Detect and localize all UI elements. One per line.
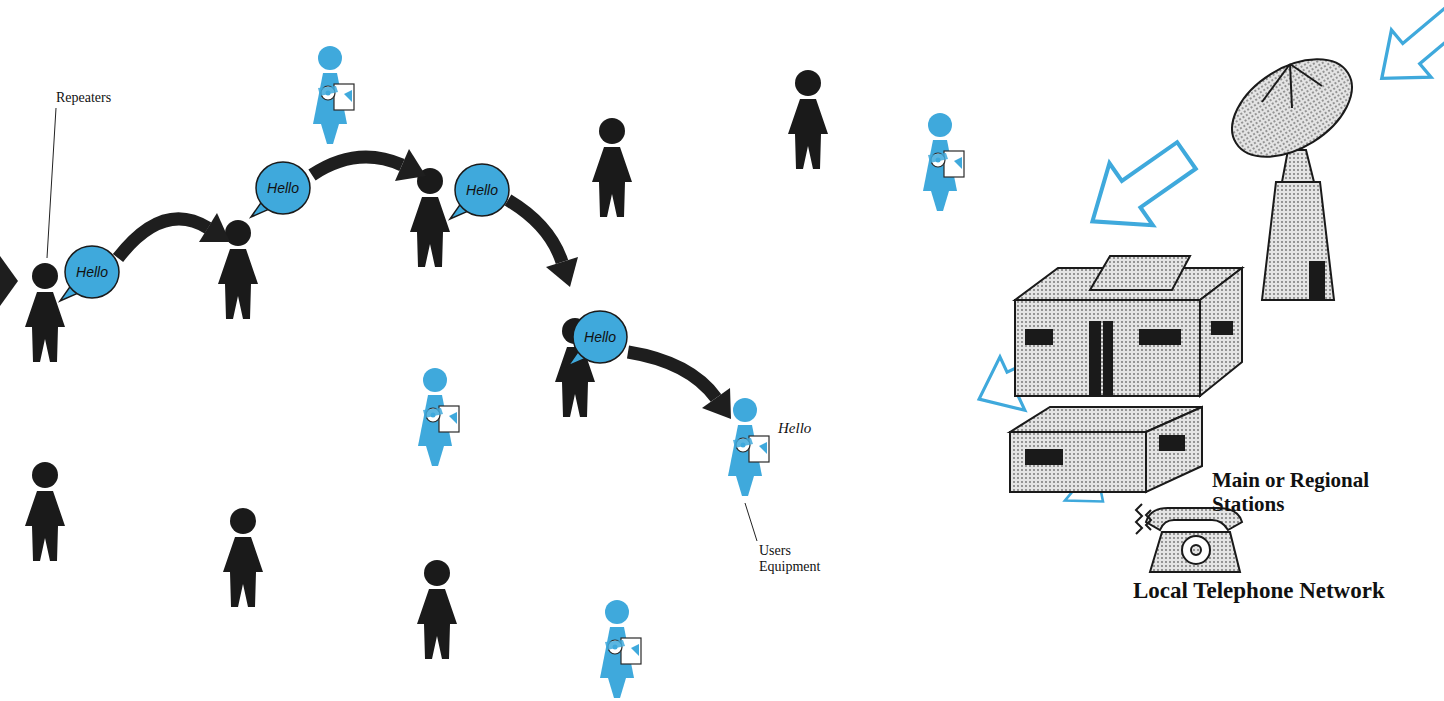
speech-bubble: Hello: [454, 163, 510, 217]
satellite-dish: [1215, 39, 1369, 300]
building-front: [1010, 432, 1146, 492]
phone-ring: [1146, 510, 1151, 530]
dish-tower: [1262, 182, 1334, 300]
relay-arrow-head: [395, 149, 426, 181]
building-window: [1026, 450, 1062, 464]
user-figure: [418, 368, 459, 466]
main-station: [1015, 256, 1242, 396]
user-figure: [313, 46, 354, 144]
flow-arrow: [1362, 0, 1444, 102]
speech-bubble: Hello: [255, 161, 311, 215]
user-figure: [600, 600, 641, 698]
part-label: Users Equipment: [759, 543, 820, 575]
bubble-text: Hello: [572, 310, 628, 364]
bubble-text: Hello: [64, 245, 120, 299]
phone-ring: [1136, 504, 1142, 534]
phone-dial: [1182, 536, 1210, 564]
building-door: [1090, 322, 1100, 396]
regional-station: [1010, 407, 1202, 492]
relay-arrows: [0, 149, 731, 419]
network-label: Local Telephone Network: [1133, 578, 1385, 604]
speech-bubble: Hello: [64, 245, 120, 299]
phone-dial-center: [1191, 545, 1201, 555]
phone-base: [1150, 532, 1240, 572]
repeater-figure: [788, 70, 828, 169]
bubble-text: Hello: [454, 163, 510, 217]
relay-arrow: [508, 200, 562, 262]
dish-feed: [1262, 64, 1290, 102]
bubble-circle: [65, 246, 119, 298]
relay-arrow: [118, 219, 208, 258]
bubble-text: Hello: [255, 161, 311, 215]
relay-arrow: [0, 256, 18, 306]
relay-arrow: [628, 352, 716, 398]
repeater-figure: [223, 508, 263, 607]
building-side: [1200, 268, 1242, 396]
repeater-figure: [592, 118, 632, 217]
building-window: [1140, 330, 1180, 344]
building-window: [1026, 330, 1052, 344]
dish-feed: [1290, 64, 1292, 108]
building-front: [1015, 300, 1200, 396]
dish-feed: [1290, 64, 1322, 86]
speech-bubble: Hello: [572, 310, 628, 364]
repeater-figure: [25, 462, 65, 561]
user-figures: [313, 46, 964, 698]
user-figure: [728, 398, 769, 496]
relay-arrow-head: [546, 257, 578, 287]
bubble-circle: [573, 311, 627, 363]
bubble-circle: [455, 164, 509, 216]
building-window: [1212, 322, 1232, 334]
bubble-circle: [256, 162, 310, 214]
relay-arrow: [312, 157, 402, 175]
user-figure: [923, 113, 964, 211]
relay-arrow-head: [702, 388, 731, 419]
flow-arrow: [1071, 125, 1208, 253]
repeater-figure: [417, 560, 457, 659]
repeater-figure: [25, 263, 65, 362]
leader-lines: [47, 108, 757, 541]
building-window: [1160, 436, 1184, 450]
speech-text: Hello: [778, 420, 811, 437]
dish-bowl: [1215, 39, 1369, 177]
building-side: [1146, 407, 1202, 492]
repeater-figure: [410, 168, 450, 267]
part-label: Repeaters: [56, 90, 111, 106]
repeater-figures: [25, 70, 828, 659]
building-roof-block: [1090, 256, 1190, 290]
dish-door: [1310, 262, 1324, 300]
flow-arrows: [967, 0, 1444, 520]
leader-line: [745, 503, 757, 541]
leader-line: [47, 108, 56, 258]
station-label: Main or Regional Stations: [1212, 468, 1412, 516]
relay-arrow-head: [199, 213, 230, 242]
building-door: [1104, 322, 1112, 396]
